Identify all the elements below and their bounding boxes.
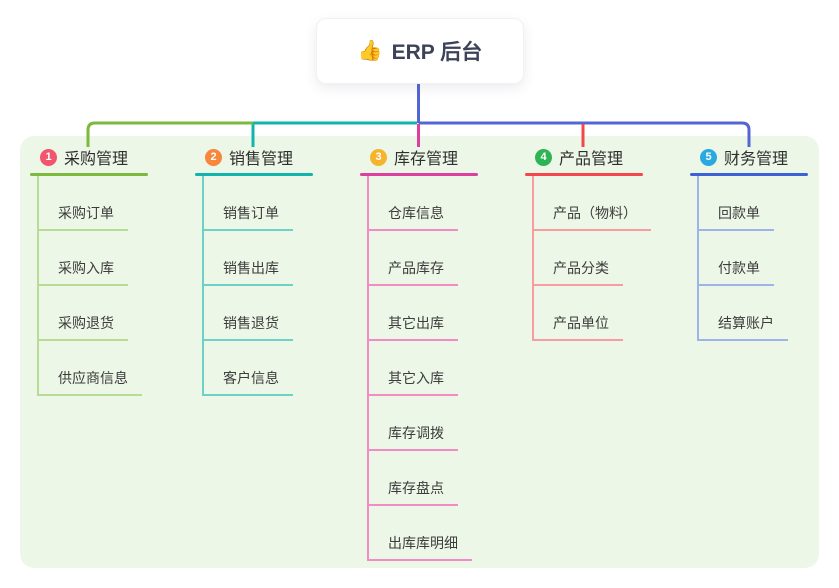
child-node[interactable]: 结算账户 xyxy=(699,286,788,341)
child-label: 客户信息 xyxy=(204,368,293,396)
branch-number-badge: 4 xyxy=(535,148,552,166)
branch-label: 财务管理 xyxy=(724,151,789,168)
child-label: 付款单 xyxy=(699,258,774,286)
child-label: 销售退货 xyxy=(204,313,293,341)
branch-purchase-node[interactable]: 1 采购管理 xyxy=(30,145,148,169)
child-node[interactable]: 库存盘点 xyxy=(369,451,472,506)
child-label: 销售出库 xyxy=(204,258,293,286)
child-node[interactable]: 产品分类 xyxy=(534,231,651,286)
child-label: 采购入库 xyxy=(39,258,128,286)
child-label: 出库库明细 xyxy=(369,533,472,561)
child-label: 结算账户 xyxy=(699,313,788,341)
branches-background-panel xyxy=(20,136,819,568)
child-label: 产品分类 xyxy=(534,258,623,286)
branch-sales-node[interactable]: 2 销售管理 xyxy=(195,145,313,169)
child-node[interactable]: 付款单 xyxy=(699,231,788,286)
child-label: 其它入库 xyxy=(369,368,458,396)
branch-number-badge: 3 xyxy=(370,148,387,166)
child-label: 产品（物料） xyxy=(534,203,651,231)
child-node[interactable]: 采购入库 xyxy=(39,231,142,286)
child-node[interactable]: 销售订单 xyxy=(204,176,293,231)
branch-label: 产品管理 xyxy=(559,151,624,168)
child-label: 供应商信息 xyxy=(39,368,142,396)
child-label: 库存盘点 xyxy=(369,478,458,506)
branch-sales: 2 销售管理 销售订单 销售出库 销售退货 客户信息 xyxy=(195,145,313,396)
branch-number-badge: 1 xyxy=(40,148,57,166)
child-label: 回款单 xyxy=(699,203,774,231)
child-label: 产品库存 xyxy=(369,258,458,286)
child-node[interactable]: 采购订单 xyxy=(39,176,142,231)
branch-product-node[interactable]: 4 产品管理 xyxy=(525,145,643,169)
branch-product: 4 产品管理 产品（物料） 产品分类 产品单位 xyxy=(525,145,651,341)
branch-underline xyxy=(690,173,808,176)
root-node-label: ERP 后台 xyxy=(391,41,483,64)
child-label: 销售订单 xyxy=(204,203,293,231)
branch-underline xyxy=(525,173,643,176)
child-node[interactable]: 回款单 xyxy=(699,176,788,231)
child-node[interactable]: 客户信息 xyxy=(204,341,293,396)
branch-product-children: 产品（物料） 产品分类 产品单位 xyxy=(532,176,651,341)
child-label: 产品单位 xyxy=(534,313,623,341)
thumbs-up-icon: 👍 xyxy=(357,40,383,62)
child-node[interactable]: 销售退货 xyxy=(204,286,293,341)
child-node[interactable]: 其它入库 xyxy=(369,341,472,396)
child-node[interactable]: 产品单位 xyxy=(534,286,651,341)
child-node[interactable]: 供应商信息 xyxy=(39,341,142,396)
branch-underline xyxy=(195,173,313,176)
child-node[interactable]: 出库库明细 xyxy=(369,506,472,561)
branch-label: 采购管理 xyxy=(64,151,129,168)
child-node[interactable]: 产品（物料） xyxy=(534,176,651,231)
branch-underline xyxy=(360,173,478,176)
branch-finance-children: 回款单 付款单 结算账户 xyxy=(697,176,788,341)
child-node[interactable]: 仓库信息 xyxy=(369,176,472,231)
branch-purchase-children: 采购订单 采购入库 采购退货 供应商信息 xyxy=(37,176,142,396)
root-node[interactable]: 👍 ERP 后台 xyxy=(316,18,524,84)
branch-number-badge: 2 xyxy=(205,148,222,166)
branch-finance-node[interactable]: 5 财务管理 xyxy=(690,145,808,169)
branch-finance: 5 财务管理 回款单 付款单 结算账户 xyxy=(690,145,808,341)
branch-label: 库存管理 xyxy=(394,151,459,168)
child-label: 仓库信息 xyxy=(369,203,458,231)
branch-label: 销售管理 xyxy=(229,151,294,168)
child-label: 采购退货 xyxy=(39,313,128,341)
child-node[interactable]: 产品库存 xyxy=(369,231,472,286)
child-node[interactable]: 销售出库 xyxy=(204,231,293,286)
branch-inventory-node[interactable]: 3 库存管理 xyxy=(360,145,478,169)
branch-purchase: 1 采购管理 采购订单 采购入库 采购退货 供应商信息 xyxy=(30,145,148,396)
branch-inventory-children: 仓库信息 产品库存 其它出库 其它入库 库存调拨 库存盘点 出库库明细 xyxy=(367,176,472,561)
child-label: 其它出库 xyxy=(369,313,458,341)
branch-inventory: 3 库存管理 仓库信息 产品库存 其它出库 其它入库 库存调拨 库存盘点 出库库… xyxy=(360,145,478,561)
branch-sales-children: 销售订单 销售出库 销售退货 客户信息 xyxy=(202,176,293,396)
child-label: 采购订单 xyxy=(39,203,128,231)
child-label: 库存调拨 xyxy=(369,423,458,451)
child-node[interactable]: 其它出库 xyxy=(369,286,472,341)
branch-number-badge: 5 xyxy=(700,148,717,166)
child-node[interactable]: 库存调拨 xyxy=(369,396,472,451)
branch-underline xyxy=(30,173,148,176)
child-node[interactable]: 采购退货 xyxy=(39,286,142,341)
